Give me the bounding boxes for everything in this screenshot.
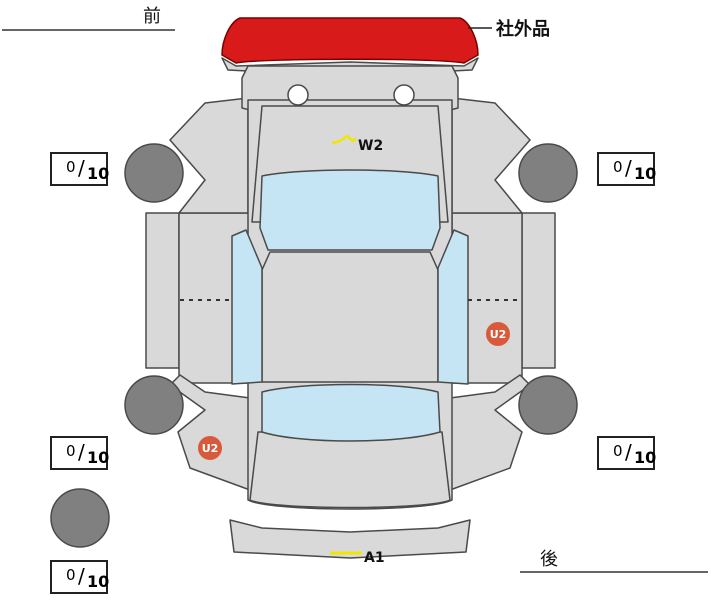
tire-score-box-rear-right: 0 / 10 — [597, 436, 657, 470]
rear-left-tire — [124, 375, 184, 435]
front-label: 前 — [143, 6, 161, 27]
tire-score-separator: / — [78, 156, 85, 180]
trunk-panel — [249, 431, 451, 509]
aftermarket-label: 社外品 — [496, 18, 550, 40]
tire-score-box-front-left: 0 / 10 — [50, 152, 110, 186]
left-headlamp-icon — [287, 84, 309, 106]
front-left-fender — [169, 97, 249, 214]
rear-left-damage-code: U2 — [202, 442, 219, 455]
windshield-damage-mark — [331, 134, 357, 145]
aftermarket-front-bumper — [221, 17, 479, 64]
tire-score-value: 0 — [66, 158, 76, 176]
spare-tire — [50, 488, 110, 548]
tire-score-box-rear-left: 0 / 10 — [50, 436, 110, 470]
tire-score-value: 0 — [613, 442, 623, 460]
front-right-tire — [518, 143, 578, 203]
rear-label: 後 — [540, 549, 558, 570]
right-side-window — [437, 229, 469, 385]
right-sill-panel — [521, 212, 556, 369]
tire-score-separator: / — [78, 440, 85, 464]
roof-panel — [261, 251, 439, 383]
rear-left-dent-marker — [198, 436, 222, 460]
tire-score-max: 10 — [634, 164, 657, 183]
tire-score-value: 0 — [66, 442, 76, 460]
tire-score-value: 0 — [66, 566, 76, 584]
tire-score-value: 0 — [613, 158, 623, 176]
right-door-damage-code: U2 — [490, 328, 507, 341]
tire-score-max: 10 — [87, 572, 110, 591]
rear-right-fender — [449, 374, 531, 491]
right-door-dent-marker — [486, 322, 510, 346]
front-left-tire — [124, 143, 184, 203]
rear-left-fender — [169, 374, 251, 491]
left-side-window — [231, 229, 263, 385]
rear-bumper-damage-code: A1 — [364, 550, 385, 566]
tire-score-separator: / — [625, 156, 632, 180]
left-sill-panel — [145, 212, 180, 369]
tire-score-box-spare: 0 / 10 — [50, 560, 110, 594]
front-right-fender — [451, 97, 531, 214]
tire-score-max: 10 — [634, 448, 657, 467]
rear-bumper — [229, 519, 471, 559]
tire-score-max: 10 — [87, 164, 110, 183]
right-headlamp-icon — [393, 84, 415, 106]
windshield-glass — [259, 169, 441, 251]
windshield-damage-code: W2 — [358, 138, 383, 154]
rear-window-glass — [261, 383, 441, 442]
tire-score-separator: / — [625, 440, 632, 464]
tire-score-box-front-right: 0 / 10 — [597, 152, 657, 186]
rear-right-tire — [518, 375, 578, 435]
tire-score-max: 10 — [87, 448, 110, 467]
tire-score-separator: / — [78, 564, 85, 588]
